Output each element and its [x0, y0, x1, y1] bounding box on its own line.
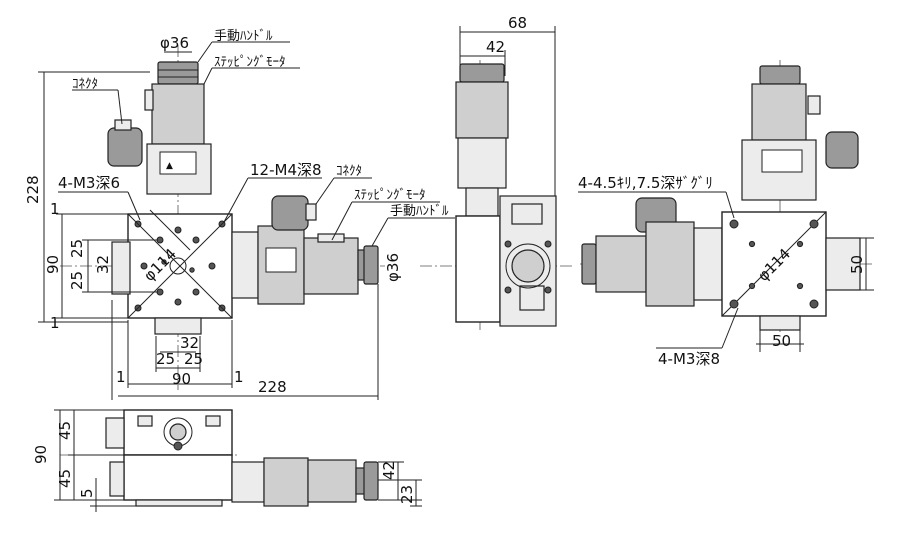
dim-23: 23	[398, 485, 416, 504]
side-coupling	[231, 231, 259, 299]
front-handle	[459, 63, 505, 83]
manual-handle-top	[157, 61, 199, 85]
dim-45-top: 45	[56, 421, 74, 440]
stage-lower-block	[154, 317, 202, 335]
connector-left-body	[107, 127, 143, 167]
connector-mid-body	[271, 195, 309, 231]
dim-68: 68	[508, 14, 527, 32]
bottom-view	[54, 409, 422, 512]
front-bracket	[457, 137, 507, 189]
side-connector	[825, 131, 859, 169]
dim-1-left: 1	[116, 368, 126, 386]
dim-42-top: 42	[486, 38, 505, 56]
bottom-lower-block	[123, 454, 233, 501]
front-stage-left	[455, 215, 501, 323]
dim-90-horizontal: 90	[172, 370, 191, 388]
dim-25-a: 25	[68, 239, 86, 258]
stepping-motor-top	[151, 83, 205, 145]
label-phi36-side: φ36	[384, 253, 402, 282]
side-view-motor	[751, 83, 807, 141]
dim-45-bottom: 45	[56, 469, 74, 488]
dim-1-top: 1	[50, 200, 60, 218]
dimensions: 228 1 90 25 32 25 1 32 25 25 1 90 1 228 …	[24, 14, 866, 504]
front-motor	[455, 81, 509, 139]
label-m4-depth8: 12-M4深8	[250, 161, 322, 179]
manual-handle-side	[363, 245, 379, 285]
dim-50-horizontal: 50	[772, 332, 791, 350]
label-m3-depth8: 4-M3深8	[658, 350, 720, 368]
label-stepping-motor-top: ｽﾃｯﾋﾟﾝｸﾞﾓｰﾀ	[214, 55, 286, 70]
dim-1-bottom: 1	[50, 314, 60, 332]
dim-90-vertical: 90	[44, 255, 62, 274]
dim-90-bottom: 90	[32, 445, 50, 464]
front-view	[420, 26, 575, 330]
dim-32-horizontal: 32	[180, 334, 199, 352]
label-stepping-motor-mid: ｽﾃｯﾋﾟﾝｸﾞﾓｰﾀ	[354, 188, 426, 203]
top-view: ▲	[38, 41, 455, 400]
label-connector-mid: ｺﾈｸﾀ	[336, 164, 362, 179]
dim-228-horizontal: 228	[258, 378, 287, 396]
stepping-motor-side	[303, 237, 359, 295]
svg-text:▲: ▲	[166, 161, 173, 171]
label-m3-depth6: 4-M3深6	[58, 174, 120, 192]
dim-42-side: 42	[380, 461, 398, 480]
side-handle	[759, 65, 801, 85]
dim-32-vertical: 32	[94, 255, 112, 274]
dim-25-h1: 25	[156, 350, 175, 368]
label-manual-handle-mid: 手動ﾊﾝﾄﾞﾙ	[390, 204, 449, 219]
stage-side-block	[111, 241, 131, 295]
dim-5: 5	[78, 488, 96, 498]
dim-1-right: 1	[234, 368, 244, 386]
side-view	[578, 60, 875, 352]
dim-25-h2: 25	[184, 350, 203, 368]
label-connector-left: ｺﾈｸﾀ	[72, 77, 98, 92]
label-manual-handle-top: 手動ﾊﾝﾄﾞﾙ	[214, 29, 273, 44]
dim-25-b: 25	[68, 271, 86, 290]
label-phi36-top: φ36	[160, 34, 189, 52]
label-counterbore: 4-4.5ｷﾘ,7.5深ｻﾞｸﾞﾘ	[578, 174, 713, 192]
dim-228-vertical: 228	[24, 175, 42, 204]
dim-50-vertical: 50	[848, 255, 866, 274]
